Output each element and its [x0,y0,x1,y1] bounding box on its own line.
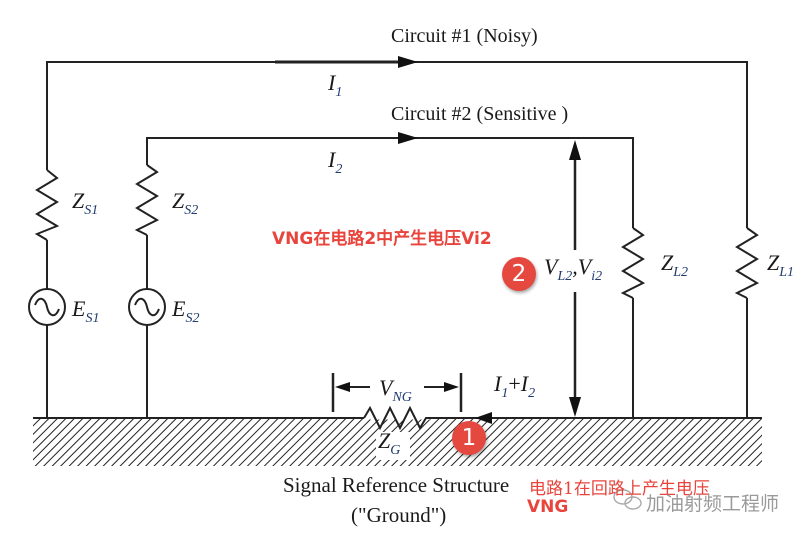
source-es2 [128,288,166,326]
zl1-label: ZL1 [767,250,795,280]
current-i2-label: I2 [328,147,343,177]
vl2-arrowhead-up [569,140,581,160]
zs2-label: ZS2 [172,188,199,218]
resistor-zs2 [134,164,160,236]
zl2-label: ZL2 [661,250,689,280]
circuit2-title: Circuit #2 (Sensitive ) [391,103,569,125]
source-es1 [28,288,66,326]
es1-label: ES1 [72,296,100,326]
circuit2-current-arrowhead [398,132,418,144]
resistor-zs1 [34,169,60,241]
vl2-arrowhead-down [569,397,581,417]
vng-label: VNG [379,375,412,405]
circuit1-title: Circuit #1 (Noisy) [391,25,538,47]
badge-1: 1 [452,421,486,455]
circuit1-current-arrowhead [398,56,418,68]
ground-label-line1: Signal Reference Structure [283,473,510,497]
wechat-icon [613,489,642,510]
zs1-label: ZS1 [72,188,99,218]
return-current-arrowhead [475,412,492,424]
annotation-note1-line2: VNG [527,497,569,517]
vng-arrowhead-right [444,382,459,392]
annotation-note1-line1: 电路1在回路上产生电压 [529,479,710,499]
ground-label-line2: ("Ground") [351,503,447,527]
es2-label: ES2 [172,296,200,326]
resistor-zg [363,405,430,460]
annotation-note2: VNG在电路2中产生电压Vi2 [272,229,492,249]
badge-2: 2 [502,257,536,291]
watermark-text: 加油射频工程师 [646,493,780,515]
return-current-label: I1+I2 [494,371,536,401]
vng-arrowhead-left [335,382,350,392]
resistor-zl2 [620,227,646,299]
vl2-vi2-label: VL2,Vi2 [544,254,603,284]
zg-label: ZG [378,428,401,458]
resistor-zl1 [734,227,760,299]
current-i1-label: I1 [328,70,343,100]
